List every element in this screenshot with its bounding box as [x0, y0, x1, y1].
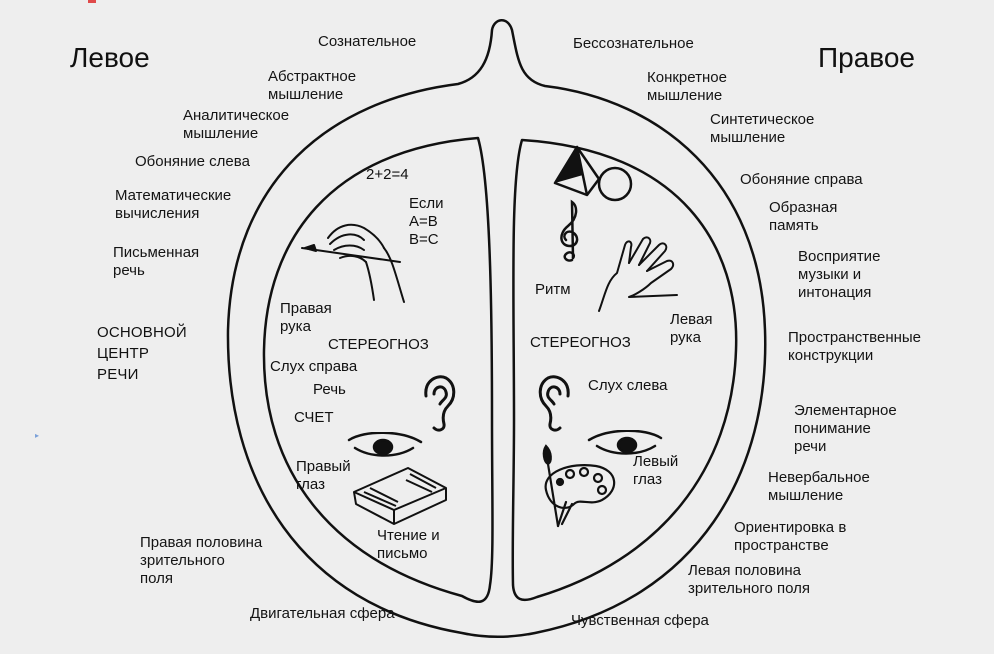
abstract-thinking-label: Абстрактное мышление: [268, 68, 357, 103]
outer-contour: [226, 19, 767, 638]
spatial-orientation-label: Ориентировка в пространстве: [734, 519, 847, 554]
math-calculations-label: Математические вычисления: [115, 187, 232, 222]
open-book-icon: [353, 467, 447, 525]
nonverbal-thinking-label: Невербальное мышление: [768, 469, 870, 504]
reading-writing-label: Чтение и письмо: [377, 527, 440, 562]
hand-writing-icon: [301, 223, 405, 303]
right-hemisphere-title: Правое: [818, 42, 915, 73]
concrete-thinking-label: Конкретное мышление: [647, 69, 727, 104]
eye-icon: [347, 432, 423, 457]
right-hemisphere: [511, 138, 738, 602]
pyramid-icon: [553, 145, 601, 197]
sensory-sphere-label: Чувственная сфера: [571, 612, 709, 629]
right-hand-label: Правая рука: [280, 300, 332, 335]
right-visual-field-label: Правая половина зрительного поля: [140, 534, 263, 587]
written-speech-label: Письменная речь: [113, 244, 200, 279]
unconscious-label: Бессознательное: [573, 35, 694, 52]
left-eye-label: Левый глаз: [633, 453, 679, 488]
left-hemisphere: [262, 136, 494, 603]
open-hand-icon: [598, 236, 678, 312]
sum-label: 2+2=4: [366, 166, 409, 183]
stereognosis-left-label: СТЕРЕОГНОЗ: [328, 336, 429, 353]
hearing-right-label: Слух справа: [270, 358, 358, 375]
speech-label: Речь: [313, 381, 346, 398]
smell-right-label: Обоняние справа: [740, 171, 863, 188]
circle-icon: [597, 166, 633, 202]
main-speech-center-label: ОСНОВНОЙ ЦЕНТР РЕЧИ: [97, 324, 187, 383]
speech-understanding-label: Элементарное понимание речи: [794, 402, 897, 455]
ear-icon: [538, 375, 570, 432]
corner-mark: [88, 0, 96, 3]
rhythm-label: Ритм: [535, 281, 571, 298]
left-hand-label: Левая рука: [670, 311, 713, 346]
eye-icon: [587, 430, 663, 455]
hearing-left-label: Слух слева: [588, 377, 668, 394]
palette-icon: [544, 464, 616, 509]
imagery-memory-label: Образная память: [769, 199, 838, 234]
stereognosis-right-label: СТЕРЕОГНОЗ: [530, 334, 631, 351]
treble-clef-icon: [560, 199, 579, 262]
music-perception-label: Восприятие музыки и интонация: [798, 248, 881, 301]
right-eye-label: Правый глаз: [296, 458, 351, 493]
logic-if-label: Если A=B B=C: [409, 195, 444, 248]
left-visual-field-label: Левая половина зрительного поля: [688, 562, 810, 597]
brush-icon: [542, 444, 574, 528]
ear-icon: [424, 375, 456, 432]
left-hemisphere-title: Левое: [70, 42, 150, 73]
count-label: СЧЕТ: [294, 409, 334, 426]
cursor-mark-icon: ▸: [35, 431, 40, 440]
motor-sphere-label: Двигательная сфера: [250, 605, 395, 622]
spatial-constructs-label: Пространственные конструкции: [788, 329, 922, 364]
synthetic-thinking-label: Синтетическое мышление: [710, 111, 815, 146]
conscious-label: Сознательное: [318, 33, 417, 50]
smell-left-label: Обоняние слева: [135, 153, 250, 170]
analytic-thinking-label: Аналитическое мышление: [183, 107, 290, 142]
